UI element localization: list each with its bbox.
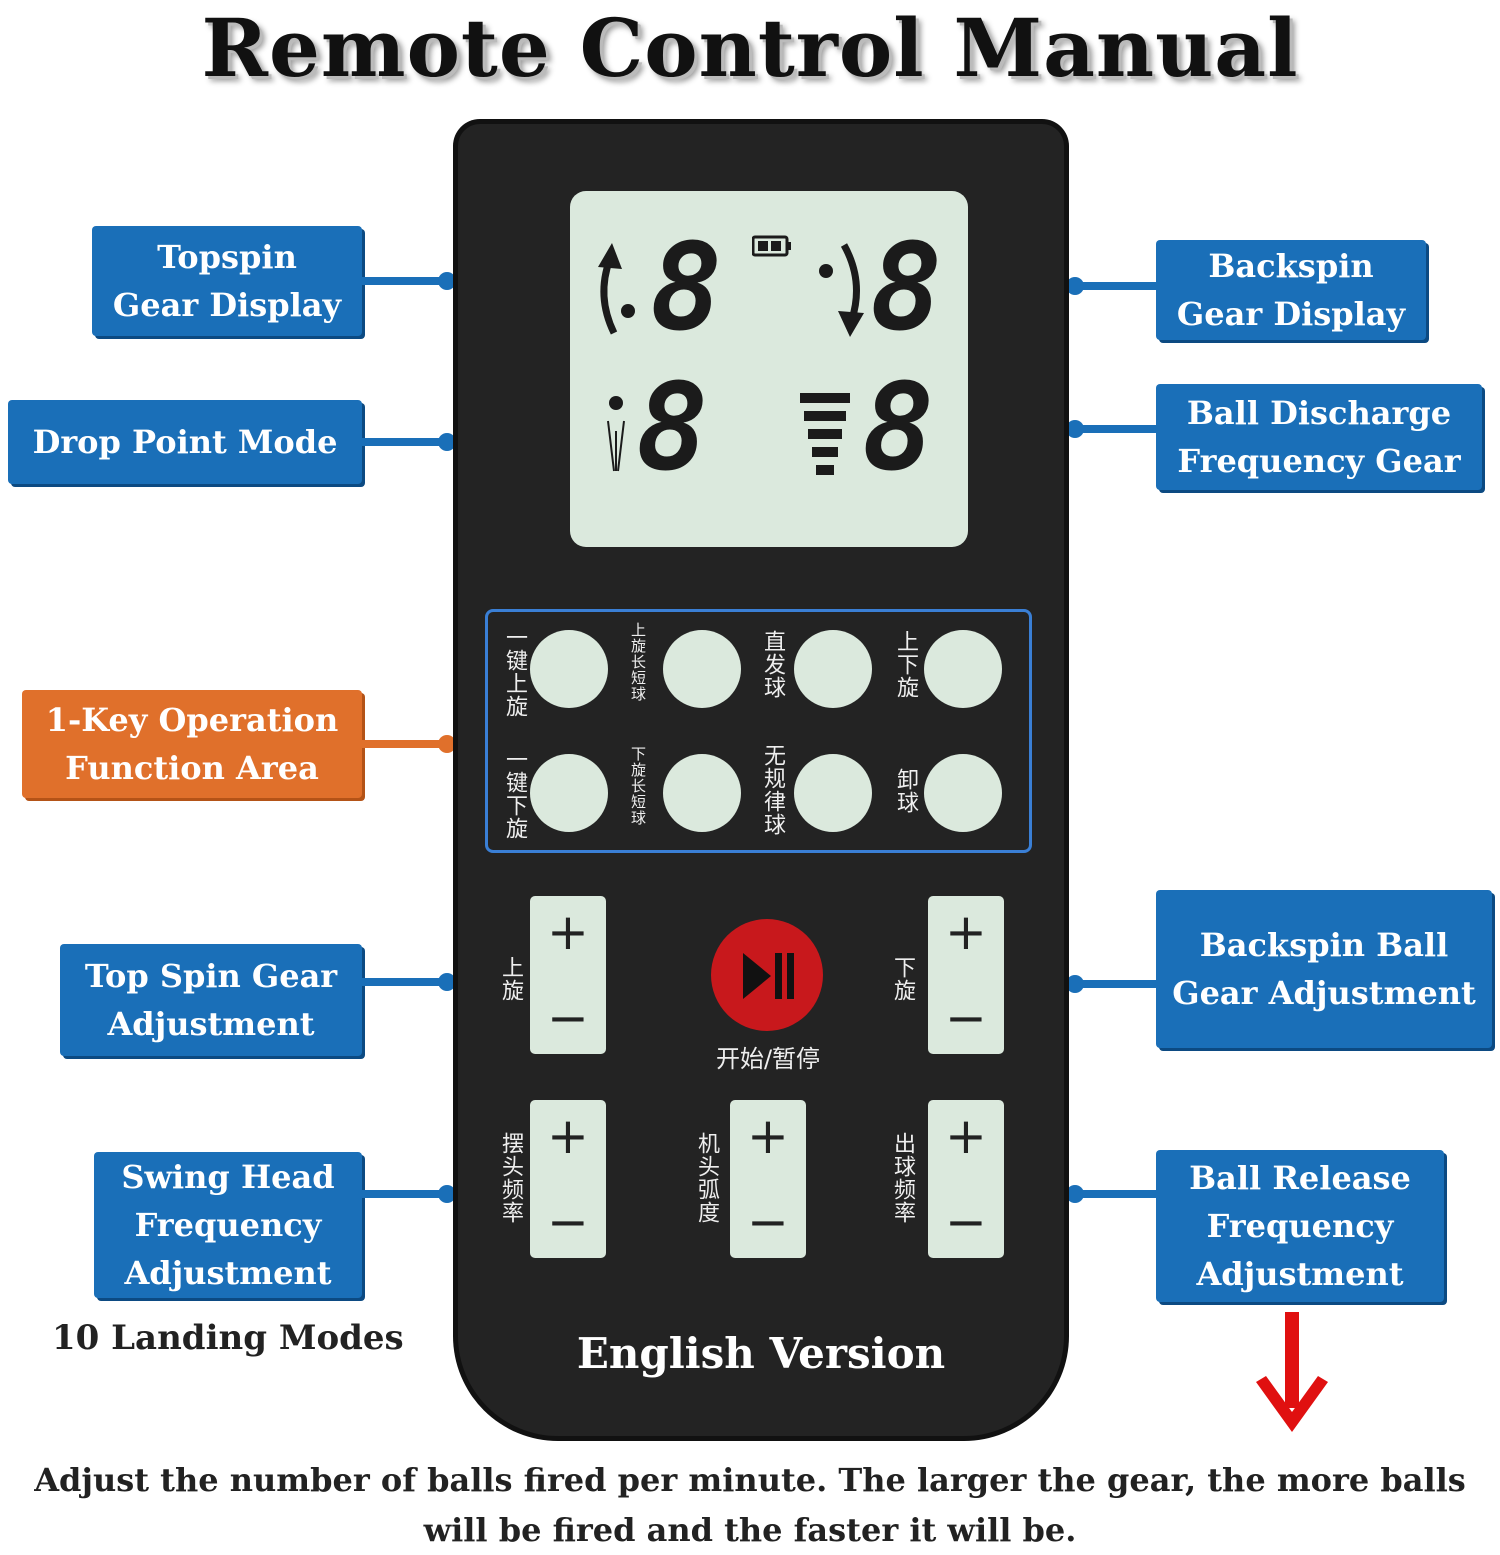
- random-ball-button[interactable]: [794, 754, 872, 832]
- page-title: Remote Control Manual: [201, 1, 1299, 95]
- one-key-function-area: 一键上旋 上旋长短球 直发球 上下旋 一键下旋 下旋长短球 无规律球 卸球: [485, 609, 1032, 853]
- connector-dot: [1066, 277, 1084, 295]
- play-pause-button[interactable]: [711, 919, 823, 1031]
- connector-1-key: [362, 740, 450, 748]
- top-back-spin-button[interactable]: [924, 630, 1002, 708]
- backspin-long-short-button[interactable]: [663, 754, 741, 832]
- connector-dot: [1066, 1185, 1084, 1203]
- play-pause-icon: [743, 953, 794, 999]
- one-key-topspin-button[interactable]: [530, 630, 608, 708]
- callout-backspin-gear-display: Backspin Gear Display: [1156, 240, 1426, 340]
- topspin-plus-button[interactable]: +: [547, 903, 589, 961]
- callout-1-key-operation-area: 1-Key Operation Function Area: [22, 690, 362, 798]
- backspin-plus-button[interactable]: +: [945, 903, 987, 961]
- connector-dot: [438, 1185, 456, 1203]
- callout-drop-point-mode: Drop Point Mode: [8, 400, 362, 484]
- lcd-digit-drop-point: 8: [636, 359, 709, 498]
- callout-topspin-gear-display: Topspin Gear Display: [92, 226, 362, 336]
- topspin-gear-rocker[interactable]: + −: [530, 896, 606, 1054]
- release-minus-button[interactable]: −: [945, 1193, 987, 1251]
- unload-ball-button[interactable]: [924, 754, 1002, 832]
- connector-dot: [438, 272, 456, 290]
- arrow-down-icon: [1256, 1312, 1328, 1432]
- connector-drop-point: [362, 438, 450, 446]
- key-label: 无规律球: [760, 744, 785, 836]
- key-label: 直发球: [760, 630, 785, 699]
- connector-top-spin-adj: [362, 978, 450, 986]
- callout-top-spin-gear-adjustment: Top Spin Gear Adjustment: [60, 944, 362, 1056]
- head-arc-minus-button[interactable]: −: [747, 1193, 789, 1251]
- topspin-minus-button[interactable]: −: [547, 989, 589, 1047]
- straight-serve-button[interactable]: [794, 630, 872, 708]
- connector-backspin-adj: [1070, 980, 1158, 988]
- rocker-label-swing: 摆头频率: [498, 1132, 523, 1224]
- lcd-digit-topspin: 8: [650, 219, 723, 358]
- swing-plus-button[interactable]: +: [547, 1107, 589, 1165]
- connector-dot: [1066, 420, 1084, 438]
- backspin-arrow-icon: [819, 243, 864, 337]
- remote-control: 8 8 8 8 一键上旋: [458, 124, 1064, 1436]
- callout-ball-discharge-frequency-gear: Ball Discharge Frequency Gear: [1156, 384, 1482, 490]
- rocker-label-topspin: 上旋: [498, 956, 523, 1002]
- frequency-bars-icon: [800, 393, 850, 475]
- key-label: 一键下旋: [502, 748, 527, 840]
- rocker-label-release: 出球频率: [890, 1132, 915, 1224]
- connector-dot: [1066, 975, 1084, 993]
- topspin-long-short-button[interactable]: [663, 630, 741, 708]
- drop-point-icon: [607, 396, 625, 472]
- release-plus-button[interactable]: +: [945, 1107, 987, 1165]
- backspin-gear-rocker[interactable]: + −: [928, 896, 1004, 1054]
- key-label: 卸球: [893, 768, 918, 814]
- key-label: 一键上旋: [502, 626, 527, 718]
- lcd-screen: 8 8 8 8: [570, 191, 968, 547]
- key-label: 上旋长短球: [629, 622, 647, 702]
- rocker-label-backspin: 下旋: [890, 956, 915, 1002]
- connector-swing-head: [362, 1190, 450, 1198]
- english-version-label: English Version: [576, 1329, 946, 1378]
- head-arc-plus-button[interactable]: +: [747, 1107, 789, 1165]
- connector-ball-release: [1070, 1190, 1158, 1198]
- one-key-backspin-button[interactable]: [530, 754, 608, 832]
- head-arc-rocker[interactable]: + −: [730, 1100, 806, 1258]
- play-pause-label: 开始/暂停: [715, 1045, 821, 1073]
- lcd-digit-backspin: 8: [870, 219, 943, 358]
- lcd-digit-frequency: 8: [862, 359, 935, 498]
- ball-release-frequency-rocker[interactable]: + −: [928, 1100, 1004, 1258]
- callout-backspin-ball-gear-adjustment: Backspin Ball Gear Adjustment: [1156, 890, 1492, 1048]
- footnote: Adjust the number of balls fired per min…: [34, 1461, 1466, 1549]
- connector-backspin-display: [1070, 282, 1158, 290]
- swing-minus-button[interactable]: −: [547, 1193, 589, 1251]
- connector-dot: [438, 735, 456, 753]
- connector-dot: [438, 973, 456, 991]
- connector-topspin-display: [362, 277, 450, 285]
- rocker-label-head-arc: 机头弧度: [694, 1132, 719, 1224]
- landing-modes-label: 10 Landing Modes: [52, 1318, 404, 1358]
- callout-swing-head-frequency: Swing Head Frequency Adjustment: [94, 1152, 362, 1298]
- swing-head-frequency-rocker[interactable]: + −: [530, 1100, 606, 1258]
- connector-dot: [438, 433, 456, 451]
- battery-icon: [752, 235, 791, 257]
- key-label: 上下旋: [893, 630, 918, 699]
- key-label: 下旋长短球: [629, 746, 647, 826]
- callout-ball-release-frequency: Ball Release Frequency Adjustment: [1156, 1150, 1444, 1302]
- topspin-arrow-icon: [598, 243, 635, 335]
- backspin-minus-button[interactable]: −: [945, 989, 987, 1047]
- connector-ball-discharge: [1070, 425, 1158, 433]
